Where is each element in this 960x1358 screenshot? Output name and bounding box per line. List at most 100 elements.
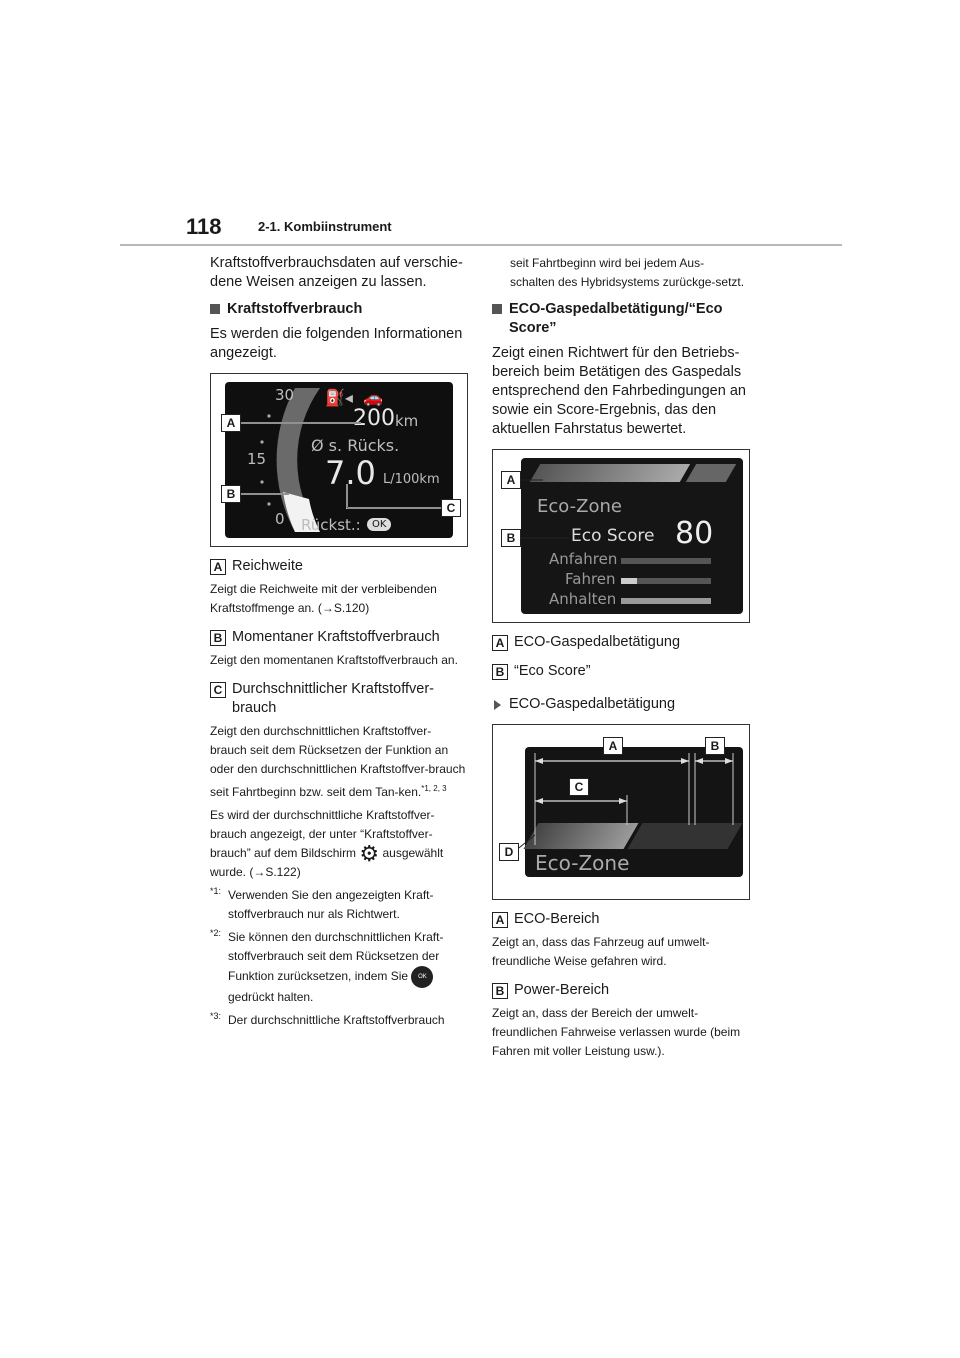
gauge-fill	[283, 492, 320, 532]
heading-eco-text: ECO-Gaspedalbetätigung/“Eco Score”	[509, 301, 723, 336]
eco-score-value: 80	[675, 516, 714, 551]
label-a: A	[492, 912, 508, 928]
eco-callout-lines	[521, 479, 569, 539]
item-range-desc: Zeigt die Reichweite mit der verbleibend…	[210, 582, 437, 615]
square-bullet-icon	[492, 304, 502, 314]
footnote-3-text: Der durchschnittliche Kraftstoffverbrauc…	[228, 1013, 445, 1027]
heading-fuel: Kraftstoffverbrauch	[210, 300, 466, 319]
item-range: A Reichweite	[210, 557, 466, 576]
footnote-ref: *1, 2, 3	[421, 784, 447, 793]
page-number: 118	[186, 214, 222, 239]
gauge-dot	[260, 440, 264, 444]
eco-callout-b: B	[501, 529, 521, 547]
square-bullet-icon	[210, 304, 220, 314]
item-average-desc2-a: Es wird der durchschnittliche Kraftstoff…	[210, 808, 435, 860]
anhalten-label: Anhalten	[549, 590, 617, 608]
item-average: C Durchschnittlicher Kraftstoffver-brauch	[210, 680, 466, 718]
fuel-display-screen: 30 15 0 ⛽◂ 🚗 200 km Ø s. Rücks. 7.0 L/10…	[225, 382, 453, 538]
item-average-desc2-b: ausgewählt wurde. (→S.122)	[210, 846, 444, 879]
eco-zone-figure: Eco-Zone A B C D	[492, 724, 750, 900]
fahren-bar-fill	[621, 578, 637, 584]
eco-zone-screen: Eco-Zone	[523, 747, 743, 877]
sub-heading-eco-text: ECO-Gaspedalbetätigung	[509, 696, 676, 712]
footnote-2-text-b: gedrückt halten.	[228, 990, 314, 1004]
anfahren-bar	[621, 558, 711, 564]
callout-b: B	[221, 485, 241, 503]
item-average-desc2: Es wird der durchschnittliche Kraftstoff…	[210, 806, 466, 882]
callout-a: A	[221, 414, 241, 432]
eco-item-a: A ECO-Gaspedalbetätigung	[492, 633, 748, 652]
eco-zone-dimension-lines	[514, 753, 734, 852]
gauge-dot	[267, 414, 271, 418]
gauge-dot	[267, 502, 271, 506]
anhalten-bar	[621, 598, 711, 604]
footnote-1-text: Verwenden Sie den angezeigten Kraft-stof…	[228, 888, 434, 921]
zone-item-a-title: ECO-Bereich	[514, 911, 600, 927]
footnote-2-text-a: Sie können den durchschnittlichen Kraft-…	[228, 930, 444, 984]
gauge-dot	[260, 480, 264, 484]
header-divider	[120, 244, 842, 246]
zone-callout-b: B	[705, 737, 725, 755]
gauge-tick-15: 15	[247, 450, 267, 468]
zone-item-a-desc: Zeigt an, dass das Fahrzeug auf umwelt-f…	[492, 935, 710, 968]
zone-callout-d: D	[499, 843, 519, 861]
fuel-display-figure: 30 15 0 ⛽◂ 🚗 200 km Ø s. Rücks. 7.0 L/10…	[210, 373, 468, 547]
zone-item-b-desc: Zeigt an, dass der Bereich der umwelt-fr…	[492, 1006, 741, 1058]
left-column: Kraftstoffverbrauchsdaten auf verschie-d…	[210, 254, 468, 1034]
zone-callout-a: A	[603, 737, 623, 755]
anfahren-label: Anfahren	[549, 550, 618, 568]
item-range-title: Reichweite	[232, 558, 303, 574]
eco-item-b-title: “Eco Score”	[514, 663, 591, 679]
triangle-bullet-icon	[494, 700, 501, 710]
eco-callout-a: A	[501, 471, 521, 489]
average-unit: L/100km	[383, 472, 440, 487]
label-a: A	[210, 559, 226, 575]
section-title: 2-1. Kombiinstrument	[258, 219, 392, 234]
average-label: Ø s. Rücks.	[311, 436, 400, 455]
gauge-tick-30: 30	[275, 386, 295, 404]
item-current: B Momentaner Kraftstoffverbrauch	[210, 628, 466, 647]
eco-item-a-title: ECO-Gaspedalbetätigung	[514, 634, 681, 650]
right-column: seit Fahrtbeginn wird bei jedem Aus-scha…	[492, 254, 750, 1065]
reset-ok-icon: OK	[367, 518, 392, 531]
label-a: A	[492, 635, 508, 651]
label-b: B	[492, 664, 508, 680]
sub-heading-eco: ECO-Gaspedalbetätigung	[492, 695, 748, 714]
eco-item-b: B “Eco Score”	[492, 662, 748, 681]
gauge-tick-0: 0	[275, 510, 285, 528]
item-current-title: Momentaner Kraftstoffverbrauch	[232, 629, 440, 645]
footnote-3: *3: Der durchschnittliche Kraftstoffverbr…	[210, 1011, 466, 1030]
item-average-desc-text: Zeigt den durchschnittlichen Kraftstoffv…	[210, 724, 466, 799]
item-average-desc: Zeigt den durchschnittlichen Kraftstoffv…	[210, 722, 466, 802]
intro-text: Kraftstoffverbrauchsdaten auf verschie-d…	[210, 255, 463, 290]
eco-score-screen: Eco-Zone Eco Score 80 Anfahren Fahren An…	[521, 458, 743, 614]
item-average-title: Durchschnittlicher Kraftstoffver-brauch	[232, 681, 434, 716]
reset-label: Rückst.:	[301, 516, 361, 534]
label-c: C	[210, 682, 226, 698]
footnote-1-mark: *1:	[210, 886, 222, 896]
footnote-3-mark: *3:	[210, 1011, 222, 1021]
callout-c: C	[441, 499, 461, 517]
label-b: B	[210, 630, 226, 646]
eco-score-figure: Eco-Zone Eco Score 80 Anfahren Fahren An…	[492, 449, 750, 623]
average-value: 7.0	[325, 454, 376, 492]
item-current-desc: Zeigt den momentanen Kraftstoffverbrauch…	[210, 653, 458, 667]
footnote-3-continued: seit Fahrtbeginn wird bei jedem Aus-scha…	[510, 256, 745, 289]
footnote-2-mark: *2:	[210, 928, 222, 938]
heading-eco: ECO-Gaspedalbetätigung/“Eco Score”	[492, 300, 748, 338]
fuel-pump-icon: ⛽◂	[325, 388, 353, 407]
range-value: 200	[353, 406, 395, 431]
heading-fuel-text: Kraftstoffverbrauch	[227, 301, 363, 317]
zone-item-a: A ECO-Bereich	[492, 910, 748, 929]
eco-zone-label: Eco-Zone	[537, 496, 622, 517]
zone-item-b-title: Power-Bereich	[514, 982, 610, 998]
fuel-text: Es werden die folgenden Informationen an…	[210, 326, 463, 361]
callout-lines	[241, 422, 441, 509]
zone-callout-c: C	[569, 778, 589, 796]
range-unit: km	[395, 412, 419, 430]
label-b: B	[492, 983, 508, 999]
ok-button-icon: OK	[411, 966, 434, 988]
eco-zone-label-large: Eco-Zone	[535, 851, 630, 875]
eco-score-label: Eco Score	[571, 526, 655, 546]
footnote-1: *1: Verwenden Sie den angezeigten Kraft-s…	[210, 886, 466, 924]
